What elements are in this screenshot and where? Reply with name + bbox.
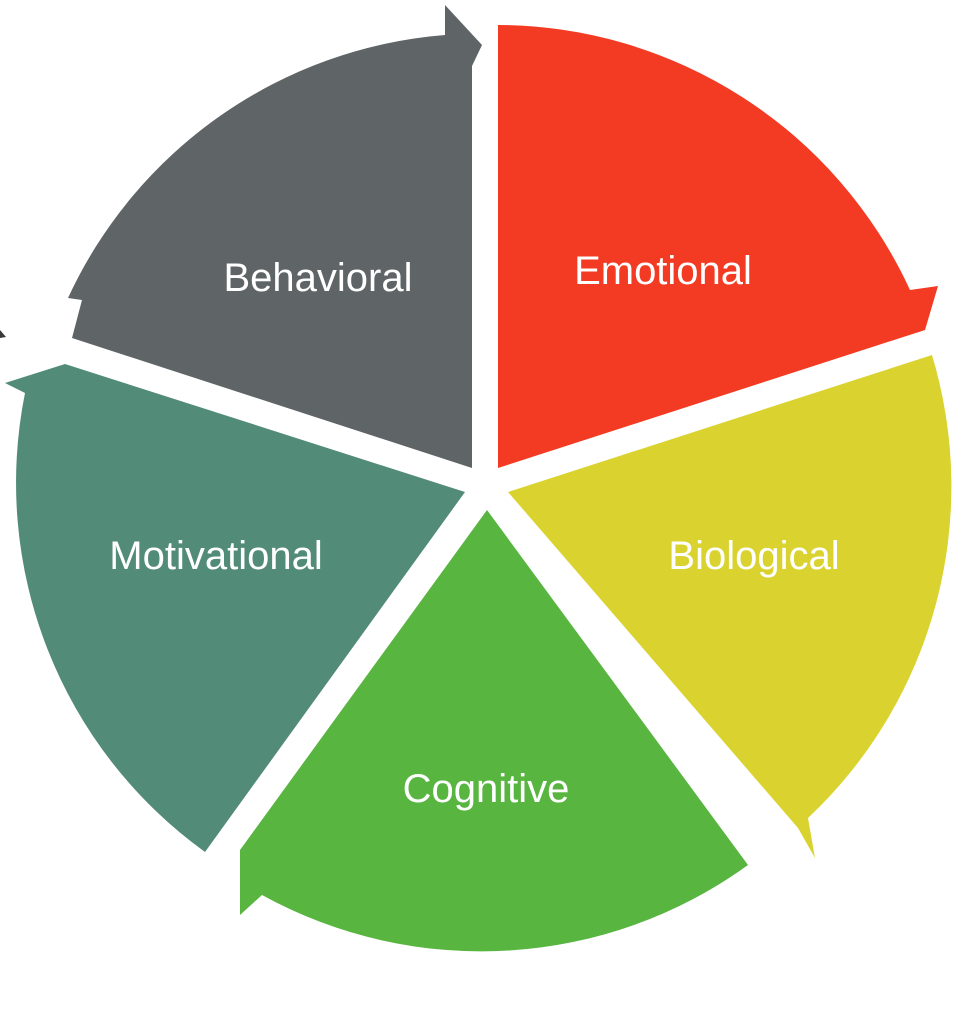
segment-motivational-shape (5, 364, 465, 852)
segment-behavioral-label: Behavioral (223, 256, 412, 300)
segment-biological-label: Biological (668, 534, 839, 578)
segment-motivational: Motivational (5, 364, 465, 852)
segment-cognitive: Cognitive (240, 510, 748, 952)
segment-cognitive-label: Cognitive (403, 767, 570, 811)
segment-behavioral: Behavioral (68, 5, 482, 468)
segment-biological-shape (508, 355, 952, 858)
segment-emotional-label: Emotional (574, 249, 752, 293)
segment-cognitive-shape (240, 510, 748, 952)
segment-emotional-shape (498, 25, 938, 468)
segment-behavioral-shape (68, 5, 482, 468)
segment-motivational-label: Motivational (109, 534, 322, 578)
segment-biological: Biological (508, 355, 952, 858)
arrow-tip-fragment (0, 330, 6, 338)
segment-emotional: Emotional (498, 25, 938, 468)
